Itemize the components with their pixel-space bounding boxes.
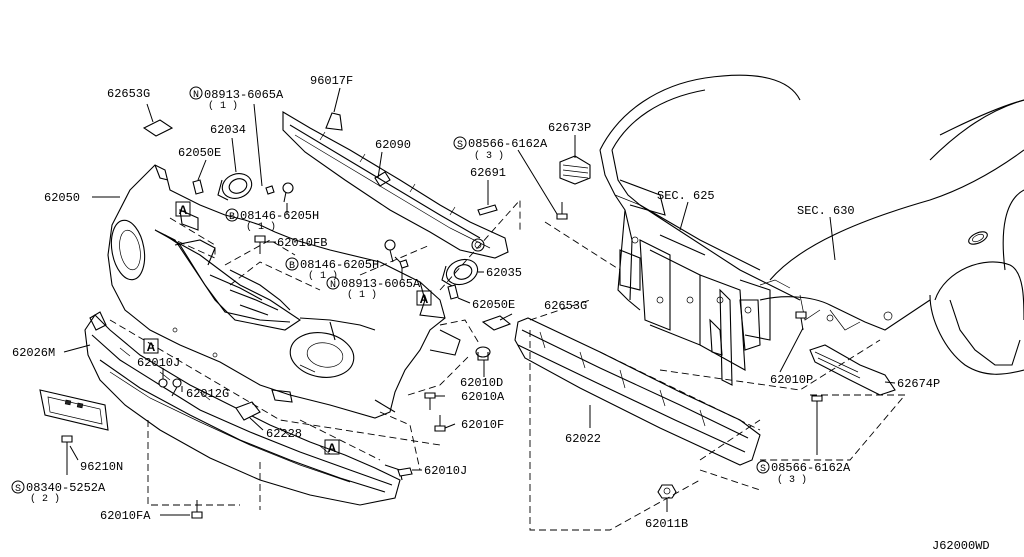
- label-08566-bottom: 08566-6162A: [771, 461, 851, 475]
- marker-n-mid: N: [326, 276, 340, 291]
- leader-lines: [63, 87, 896, 516]
- label-62674P: 62674P: [897, 377, 940, 391]
- svg-text:N: N: [193, 90, 199, 101]
- label-62010FA: 62010FA: [100, 509, 151, 523]
- marker-b-top: B: [225, 208, 239, 223]
- label-62026M: 62026M: [12, 346, 55, 360]
- marker-s-top: S: [453, 136, 467, 151]
- part-62228: [235, 401, 261, 421]
- label-08913-top-qty: ( 1 ): [208, 100, 238, 112]
- marker-s-bottom-right: S: [756, 460, 770, 475]
- ref-box-a-3: A: [143, 338, 159, 354]
- label-62050: 62050: [44, 191, 80, 205]
- svg-text:A: A: [147, 340, 156, 354]
- fender-panel: [704, 74, 1024, 375]
- label-sec-625: SEC. 625: [657, 189, 715, 203]
- bracket-62674P: [809, 344, 896, 396]
- ref-box-a-1: A: [175, 201, 191, 217]
- clip-62050E-top: [192, 179, 204, 195]
- marker-n-top: N: [189, 86, 203, 101]
- grommet-62010D: [475, 346, 491, 361]
- svg-text:A: A: [179, 203, 188, 217]
- label-08146-mid: 08146-6205H: [300, 258, 379, 272]
- label-62010A: 62010A: [461, 390, 505, 404]
- label-08340: 08340-5252A: [26, 481, 106, 495]
- ref-box-a-2: A: [416, 290, 432, 306]
- label-62010F: 62010F: [461, 418, 504, 432]
- bracket-62673P: [559, 155, 591, 185]
- label-62010D: 62010D: [460, 376, 503, 390]
- label-08146-mid-qty: ( 1 ): [308, 270, 338, 282]
- clip-62050E-mid: [447, 284, 459, 300]
- license-plate-bracket: [39, 389, 109, 431]
- label-96017F: 96017F: [310, 74, 353, 88]
- svg-text:B: B: [229, 212, 235, 223]
- label-08913-top: 08913-6065A: [204, 88, 284, 102]
- emblem-96017F: [325, 112, 343, 131]
- label-62653G-mid: 62653G: [544, 299, 587, 313]
- label-08913-mid-qty: ( 1 ): [347, 289, 377, 301]
- label-62011B: 62011B: [645, 517, 688, 531]
- label-62034: 62034: [210, 123, 246, 137]
- bracket-62035: [441, 258, 479, 287]
- label-62010J-left: 62010J: [137, 356, 180, 370]
- pad-62653G-mid: [481, 315, 512, 331]
- label-62010P: 62010P: [770, 373, 813, 387]
- ref-box-a-4: A: [324, 439, 340, 455]
- label-96210N: 96210N: [80, 460, 123, 474]
- label-08566-bottom-qty: ( 3 ): [777, 474, 807, 486]
- svg-text:A: A: [420, 292, 429, 306]
- fasteners: [61, 182, 823, 519]
- label-62050E-top: 62050E: [178, 146, 221, 160]
- assembly-lines: [109, 198, 906, 531]
- bumper-fascia: [107, 164, 461, 419]
- marker-s-bottom-left: S: [11, 480, 25, 495]
- nut-62011B: [657, 484, 677, 499]
- svg-text:A: A: [328, 441, 337, 455]
- label-08913-mid: 08913-6065A: [341, 277, 421, 291]
- label-62035: 62035: [486, 266, 522, 280]
- label-62673P: 62673P: [548, 121, 591, 135]
- svg-text:S: S: [15, 484, 21, 495]
- label-62010J-bottom: 62010J: [424, 464, 467, 478]
- label-62090: 62090: [375, 138, 411, 152]
- label-62022: 62022: [565, 432, 601, 446]
- svg-text:S: S: [457, 140, 463, 151]
- label-08566-top: 08566-6162A: [468, 137, 548, 151]
- label-08566-top-qty: ( 3 ): [474, 150, 504, 162]
- label-62012G: 62012G: [186, 387, 229, 401]
- pad-62653G-top: [142, 119, 174, 137]
- svg-text:S: S: [760, 464, 766, 475]
- label-62010FB: 62010FB: [277, 236, 327, 250]
- diagram-code: J62000WD: [932, 539, 990, 553]
- label-62050E-mid: 62050E: [472, 298, 515, 312]
- bumper-reinforcement: [514, 317, 761, 466]
- marker-b-mid: B: [285, 257, 299, 272]
- label-08146-top: 08146-6205H: [240, 209, 319, 223]
- bracket-62034: [217, 173, 253, 201]
- lower-grille: [84, 311, 403, 506]
- radiator-core-support: [599, 77, 801, 386]
- label-08146-top-qty: ( 1 ): [246, 221, 276, 233]
- svg-text:N: N: [330, 280, 336, 291]
- upper-beam: [282, 111, 509, 259]
- part-labels: 62653G 08913-6065A ( 1 ) 96017F 62034 62…: [12, 74, 990, 553]
- clip-62691: [477, 204, 498, 216]
- svg-text:B: B: [289, 261, 295, 272]
- label-62228: 62228: [266, 427, 302, 441]
- label-62691: 62691: [470, 166, 506, 180]
- label-sec-630: SEC. 630: [797, 204, 855, 218]
- label-62653G-top: 62653G: [107, 87, 150, 101]
- label-08340-qty: ( 2 ): [30, 493, 60, 505]
